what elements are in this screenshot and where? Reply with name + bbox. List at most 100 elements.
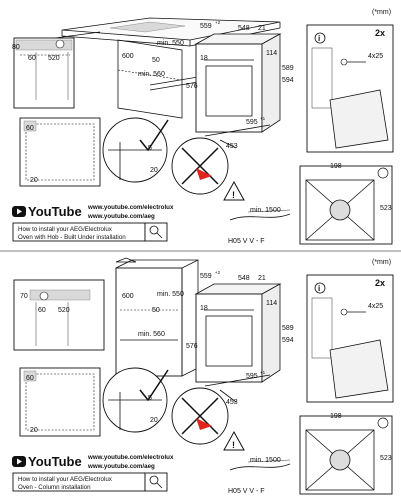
screw-size: 4x25 [368,53,383,60]
checkmark-icon-2 [139,369,169,402]
cable-length: min. 1500 [250,207,281,214]
mounting-screws-box: i 2x 4x25 [306,24,394,153]
dim-453-2: 453 [226,399,238,406]
dim-559: 559 [200,23,212,30]
dim-198-2: 198 [330,413,342,420]
dim-18: 18 [200,55,208,62]
oven-diagram-2: 559 +2 548 21 114 18 576 589 594 595 +1 … [186,270,294,406]
dim-559-tolerance: +2 [215,20,221,25]
dim-side-60: 60 [26,125,34,132]
dim-198: 198 [330,163,342,170]
cable-diagram-2: min. 1500 H05 V V - F [228,457,291,495]
dim-523: 523 [380,205,392,212]
dim-18-2: 18 [200,305,208,312]
svg-text:i: i [318,284,320,293]
unit-label: (*mm) [372,9,391,16]
dim-600: 600 [122,53,134,60]
youtube-logo: YouTube [28,204,82,219]
info-icon [314,32,326,44]
dim-453: 453 [226,143,238,150]
dim-50: 50 [152,57,160,64]
hob-front-diagram: 198 523 [299,163,393,245]
dim-594: 594 [282,77,294,84]
dim-576-2: 576 [186,343,198,350]
hob-front-diagram-2: 198 523 [299,413,393,495]
dim-589-2: 589 [282,325,294,332]
unit-label-2: (*mm) [372,259,391,266]
dim-520: 520 [48,55,60,62]
svg-text:!: ! [232,190,235,200]
dim-21: 21 [258,25,266,32]
dim-60: 60 [28,55,36,62]
dim-side-20-2: 20 [30,427,38,434]
dim-detail-5-2: 5 [148,395,152,402]
dim-side-60-2: 60 [26,375,34,382]
youtube-info-block: YouTube www.youtube.com/electrolux www.y… [12,204,174,242]
column-cabinet-illustration: 600 min. 550 50 min. 560 [115,257,199,377]
dim-559-2: 559 [200,273,212,280]
dim-595-tolerance: +1 [260,116,266,121]
side-view-diagram-2: 60 20 [19,367,101,437]
dim-70: 70 [20,293,28,300]
panel-column-drawing: (*mm) 600 min. 550 50 min. 560 70 60 520… [0,250,401,495]
wrong-installation-circle-2 [171,387,229,445]
youtube-url-electrolux: www.youtube.com/electrolux [87,204,174,211]
cabinet-side-diagram: 80 60 520 [12,37,75,109]
dim-side-20: 20 [30,177,38,184]
dim-min560: min. 560 [138,71,165,78]
oven-diagram: 559 +2 548 21 114 18 576 589 594 595 +1 … [186,20,294,150]
caption-line2: Oven with Hob - Built Under installation [18,234,126,241]
svg-text:!: ! [232,440,235,450]
dim-594-2: 594 [282,337,294,344]
dim-min550: min. 550 [157,40,184,47]
cable-type: H05 V V - F [228,238,265,245]
info-icon-2 [314,282,326,294]
svg-text:i: i [318,34,320,43]
panel-column: (*mm) 600 min. 550 50 min. 560 70 60 520… [0,250,401,500]
panel-built-under-drawing: (*mm) 80 60 520 600 min. 550 50 min. 560 [12,9,394,245]
dim-detail-5: 5 [148,145,152,152]
cable-diagram: min. 1500 H05 V V - F [228,207,291,245]
dim-520-2: 520 [58,307,70,314]
youtube-url-aeg-2: www.youtube.com/aeg [87,463,155,470]
youtube-info-block-2: YouTube www.youtube.com/electrolux www.y… [12,454,174,492]
dim-min550-2: min. 550 [157,291,184,298]
wrong-installation-circle [171,137,229,195]
correct-installation-circle: 5 20 [102,117,169,183]
dim-60-2: 60 [38,307,46,314]
dim-548-2: 548 [238,275,250,282]
dim-548: 548 [238,25,250,32]
side-view-diagram: 60 20 [19,117,101,187]
warning-icon: ! [223,180,245,201]
dim-detail-20-2: 20 [150,417,158,424]
correct-installation-circle-2: 5 20 [102,367,169,433]
caption-line1-2: How to install your AEG/Electrolux [18,476,113,483]
dim-595: 595 [246,119,258,126]
checkmark-icon [139,119,169,152]
dim-595-tolerance-2: +1 [260,370,266,375]
warning-icon-2: ! [223,430,245,451]
cable-length-2: min. 1500 [250,457,281,464]
dim-min560-2: min. 560 [138,331,165,338]
dim-detail-20: 20 [150,167,158,174]
dim-589: 589 [282,65,294,72]
dim-576: 576 [186,83,198,90]
screw-count: 2x [375,28,385,38]
youtube-url-electrolux-2: www.youtube.com/electrolux [87,454,174,461]
panel-built-under: (*mm) 80 60 520 600 min. 550 50 min. 560 [12,9,394,245]
caption-line1: How to install your AEG/Electrolux [18,226,113,233]
screw-count-2: 2x [375,278,385,288]
dim-21-2: 21 [258,275,266,282]
dim-80: 80 [12,44,20,51]
dim-559-tolerance-2: +2 [215,270,221,275]
dim-523-2: 523 [380,455,392,462]
caption-line2-2: Oven - Column installation [18,484,91,491]
youtube-logo-2: YouTube [28,454,82,469]
cabinet-side-diagram-2: 70 60 520 [13,279,105,351]
search-icon [149,225,159,235]
dim-50-2: 50 [152,307,160,314]
cable-type-2: H05 V V - F [228,488,265,495]
dim-595-2: 595 [246,373,258,380]
dim-114-2: 114 [266,300,277,307]
mounting-screws-box-2: i 2x 4x25 [306,274,394,403]
